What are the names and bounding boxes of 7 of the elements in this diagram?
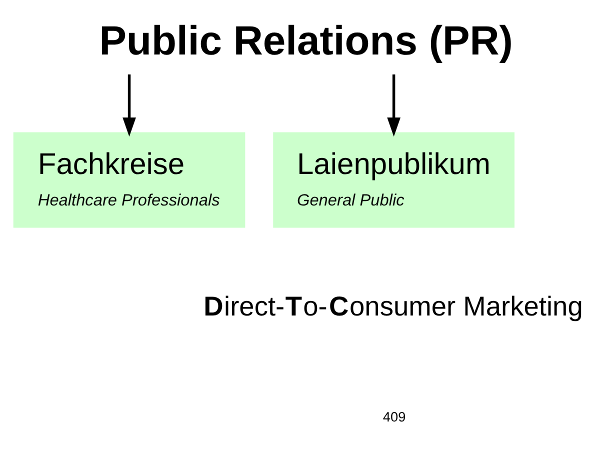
arrow <box>387 74 401 136</box>
node-box: Fachkreise Healthcare Professionals <box>13 132 246 228</box>
arrow <box>122 74 136 136</box>
diagram-title: Public Relations (PR) <box>99 16 513 63</box>
label: Direct-To-Consumer Marketing <box>204 290 583 322</box>
label: 409 <box>382 408 406 424</box>
node-box: Laienpublikum General Public <box>273 132 514 228</box>
